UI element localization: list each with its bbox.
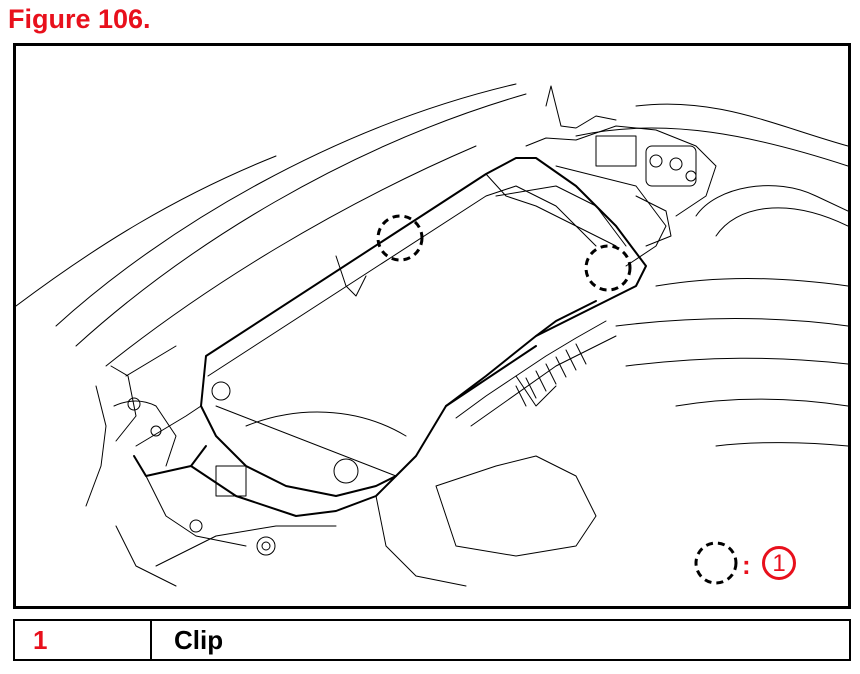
callout-key-number: 1 (762, 546, 796, 580)
hood-line (16, 155, 277, 307)
legend-table: 1 Clip (13, 619, 851, 661)
engine-bay-illustration (16, 83, 848, 587)
callout-key-colon: : (742, 550, 751, 580)
clip-callout-upper (376, 214, 424, 262)
callout-key: : 1 (738, 540, 848, 600)
hood-line (55, 83, 517, 327)
hood-line (105, 145, 477, 367)
legend-row-label: Clip (174, 625, 224, 655)
figure-title: Figure 106. (8, 4, 151, 34)
clip-callout-right (584, 244, 632, 292)
legend-row-number: 1 (15, 621, 152, 659)
diagram-frame: : 1 (13, 43, 851, 609)
legend-key-dashed-circle (694, 541, 738, 585)
hood-line (75, 93, 527, 347)
